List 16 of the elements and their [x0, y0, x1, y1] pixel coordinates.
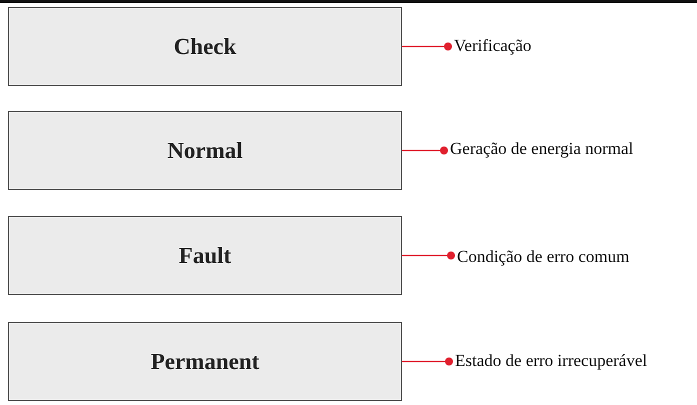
- state-box: [8, 7, 402, 86]
- state-label: Normal: [167, 138, 243, 164]
- state-label: Fault: [178, 242, 232, 268]
- description-text: Verificação: [454, 36, 532, 56]
- state-box: [8, 111, 402, 190]
- description-text: Geração de energia normal: [450, 139, 634, 159]
- leader-line: [402, 146, 448, 154]
- description-text: Condição de erro comum: [457, 247, 630, 267]
- leader-line: [402, 358, 453, 366]
- state-label: Permanent: [150, 348, 260, 374]
- leader-line: [402, 42, 452, 50]
- state-label: Check: [174, 34, 236, 60]
- description-text: Estado de erro irrecuperável: [455, 351, 648, 371]
- leader-line: [402, 252, 455, 260]
- state-box: [8, 216, 402, 295]
- state-box: [8, 322, 402, 401]
